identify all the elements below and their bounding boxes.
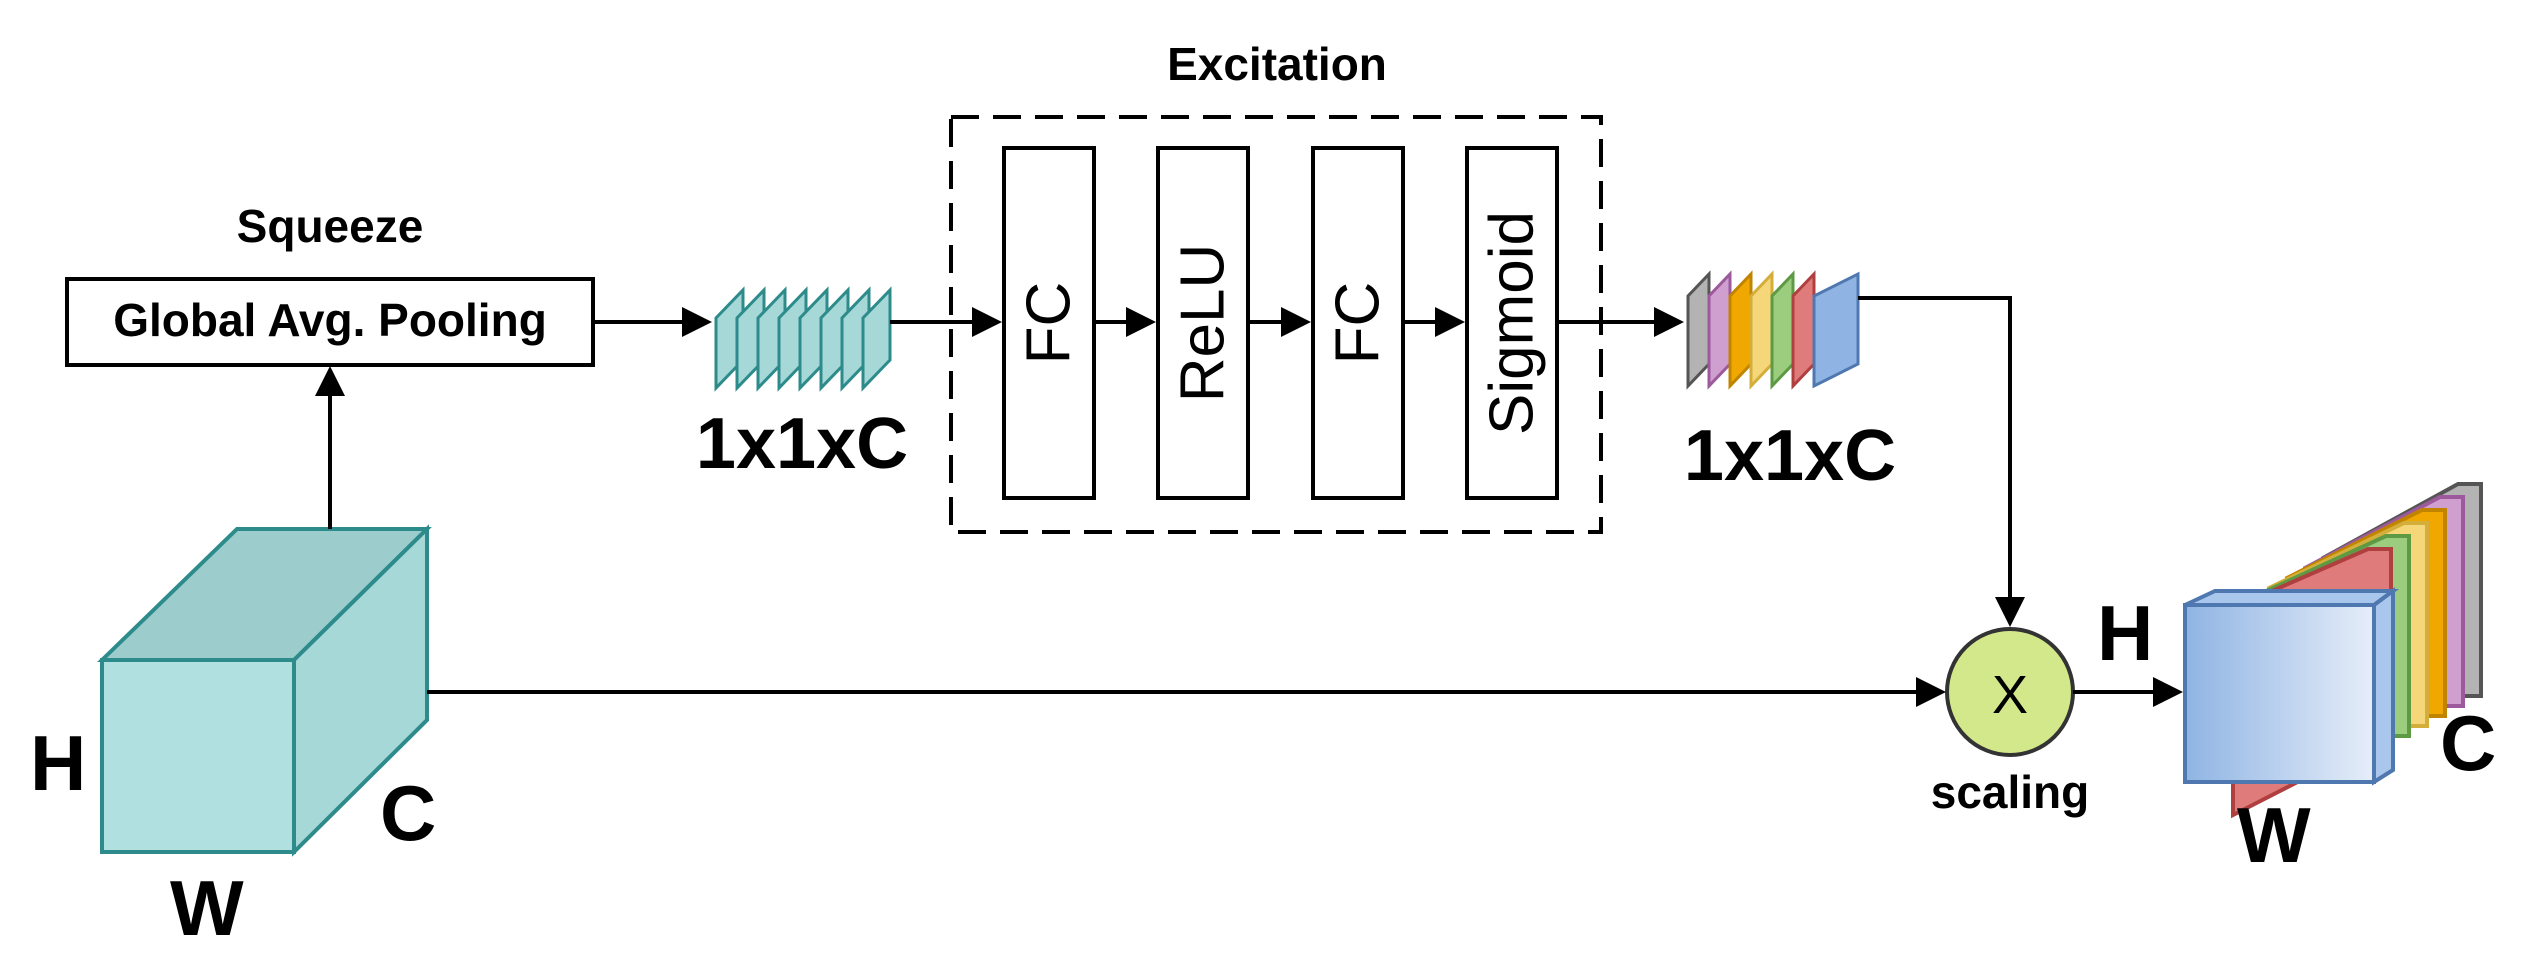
excitation-group <box>949 115 1603 534</box>
fc2-box <box>1311 146 1405 500</box>
arrowhead <box>1281 307 1311 337</box>
excited-vector-label: 1x1xC <box>1684 416 1896 496</box>
arrowhead <box>1916 677 1946 707</box>
output-height-label: H <box>2097 589 2153 677</box>
scaling-symbol: X <box>1992 665 2028 725</box>
sigmoid-label: Sigmoid <box>1478 211 1547 435</box>
squeezed-vector-label: 1x1xC <box>696 404 908 484</box>
relu-box <box>1156 146 1250 500</box>
vector-slice <box>1791 270 1816 390</box>
global-avg-pooling-label: Global Avg. Pooling <box>113 294 547 346</box>
vector-slice <box>1749 270 1774 390</box>
arrowhead <box>1995 597 2025 627</box>
fc1-label: FC <box>1015 282 1084 365</box>
squeezed-vector <box>714 286 892 392</box>
global-avg-pooling-box <box>65 277 595 367</box>
arrowhead <box>1435 307 1465 337</box>
output-width-label: W <box>2237 791 2311 879</box>
output-front <box>2183 603 2376 784</box>
scaling-label: scaling <box>1931 766 2090 818</box>
output-channel-label: C <box>2440 699 2496 787</box>
arrowhead <box>315 366 345 396</box>
input-width-label: W <box>170 864 244 952</box>
vector-slice <box>1812 271 1860 389</box>
fc2-label: FC <box>1324 282 1393 365</box>
relu-label: ReLU <box>1169 244 1238 403</box>
arrowhead <box>1126 307 1156 337</box>
vector-slice <box>1770 270 1795 390</box>
output-top <box>2184 589 2400 607</box>
squeeze-title: Squeeze <box>237 200 424 252</box>
vector-slice <box>1707 270 1732 390</box>
connectors <box>315 296 2183 707</box>
output-tensor <box>2183 482 2483 819</box>
vector-slice <box>1728 270 1753 390</box>
excited-vector <box>1686 270 1860 390</box>
output-side <box>2372 587 2395 786</box>
vector-slice <box>1686 270 1711 390</box>
arrowhead <box>2153 677 2183 707</box>
input-cube-front <box>100 658 296 854</box>
vector-slice <box>861 286 892 392</box>
edge-vector-to-scaling <box>1858 296 2012 605</box>
input-tensor <box>97 524 432 857</box>
input-height-label: H <box>30 719 86 807</box>
arrowhead <box>972 307 1002 337</box>
input-channel-label: C <box>380 769 436 857</box>
fc1-box <box>1002 146 1096 500</box>
arrowhead <box>682 307 712 337</box>
arrowhead <box>1654 307 1684 337</box>
excitation-title: Excitation <box>1167 38 1387 90</box>
